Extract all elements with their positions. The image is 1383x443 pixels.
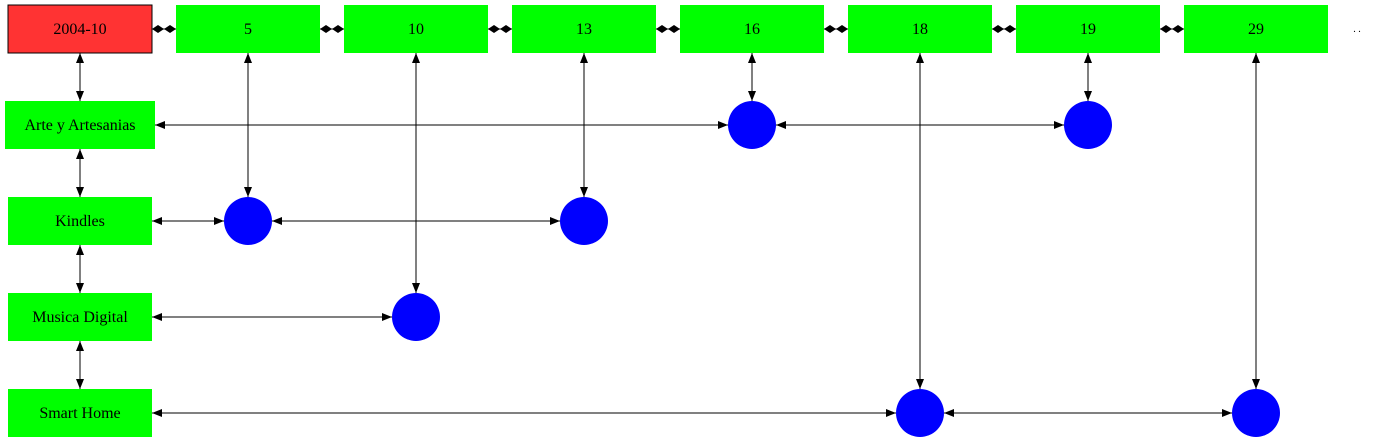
intersection-dot bbox=[1232, 389, 1280, 437]
trailing-mark: . . bbox=[1353, 24, 1361, 35]
intersection-dot bbox=[1064, 101, 1112, 149]
intersection-dot bbox=[728, 101, 776, 149]
intersection-dot bbox=[392, 293, 440, 341]
row-label: Kindles bbox=[55, 213, 105, 230]
column-node: 16 bbox=[680, 5, 824, 53]
column-node: 10 bbox=[344, 5, 488, 53]
column-box bbox=[680, 5, 824, 53]
row-node: Kindles bbox=[8, 197, 152, 245]
row-node: Arte y Artesanias bbox=[5, 101, 155, 149]
intersection-dot bbox=[224, 197, 272, 245]
column-label: 10 bbox=[408, 21, 424, 38]
column-label: 19 bbox=[1080, 21, 1096, 38]
row-node: Musica Digital bbox=[8, 293, 152, 341]
column-box bbox=[848, 5, 992, 53]
column-box bbox=[1016, 5, 1160, 53]
header-label: 2004-10 bbox=[53, 21, 106, 38]
row-label: Musica Digital bbox=[32, 309, 128, 326]
column-node: 13 bbox=[512, 5, 656, 53]
row-label: Arte y Artesanias bbox=[24, 117, 135, 134]
column-box bbox=[512, 5, 656, 53]
column-label: 18 bbox=[912, 21, 928, 38]
column-box bbox=[344, 5, 488, 53]
header-box bbox=[7, 4, 153, 54]
row-box bbox=[8, 389, 152, 437]
column-label: 29 bbox=[1248, 21, 1264, 38]
column-node: 19 bbox=[1016, 5, 1160, 53]
row-box bbox=[8, 293, 152, 341]
column-node: 18 bbox=[848, 5, 992, 53]
header-node: 2004-10 bbox=[7, 4, 153, 54]
intersection-dot bbox=[560, 197, 608, 245]
row-box bbox=[8, 197, 152, 245]
column-label: 13 bbox=[576, 21, 592, 38]
dots-layer bbox=[224, 101, 1280, 437]
intersection-dot bbox=[896, 389, 944, 437]
column-box bbox=[1184, 5, 1328, 53]
row-box bbox=[5, 101, 155, 149]
column-box bbox=[176, 5, 320, 53]
column-node: 5 bbox=[176, 5, 320, 53]
edges-layer bbox=[76, 25, 1260, 417]
row-node: Smart Home bbox=[8, 389, 152, 437]
column-node: 29 bbox=[1184, 5, 1328, 53]
column-label: 5 bbox=[244, 21, 252, 38]
column-label: 16 bbox=[744, 21, 760, 38]
row-label: Smart Home bbox=[39, 405, 120, 422]
